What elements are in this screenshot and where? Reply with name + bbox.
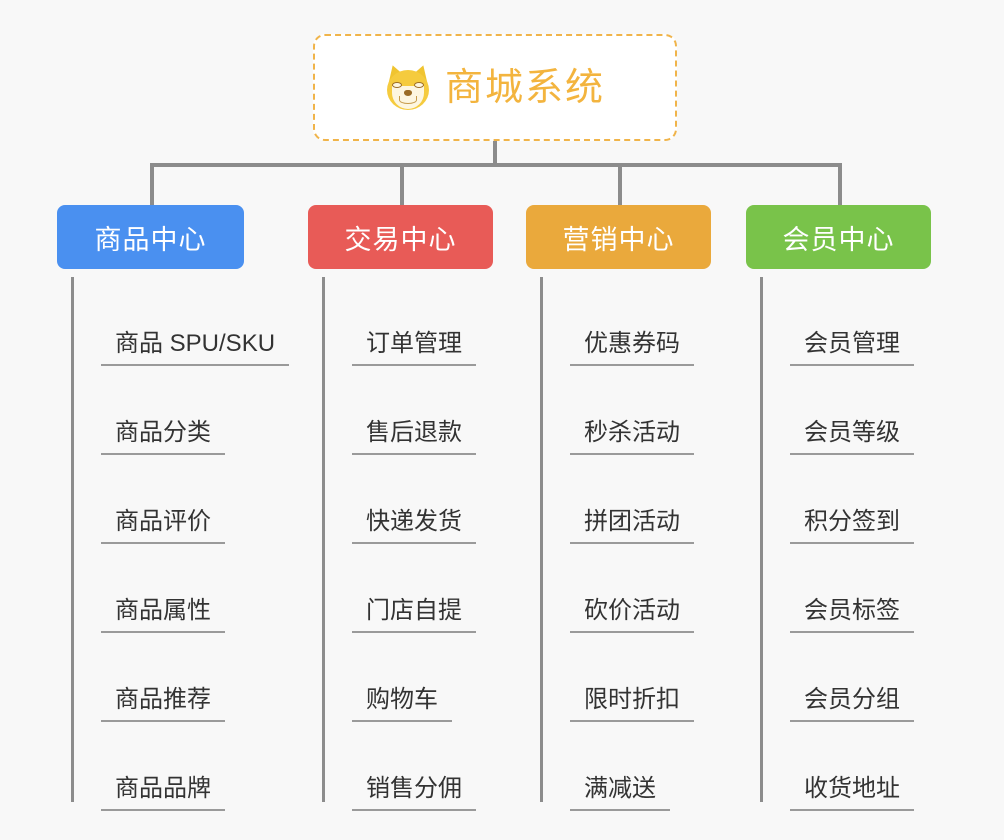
branch-spine bbox=[322, 277, 325, 802]
list-item[interactable]: 商品评价 bbox=[71, 455, 297, 544]
list-item-label: 售后退款 bbox=[352, 419, 476, 455]
list-item[interactable]: 商品品牌 bbox=[71, 722, 297, 811]
list-item-label: 快递发货 bbox=[352, 508, 476, 544]
list-item-label: 限时折扣 bbox=[570, 686, 694, 722]
list-item[interactable]: 购物车 bbox=[322, 633, 508, 722]
list-item[interactable]: 商品属性 bbox=[71, 544, 297, 633]
list-item-label: 会员标签 bbox=[790, 597, 914, 633]
shiba-inu-face-icon bbox=[384, 62, 432, 111]
branch-header-product-center[interactable]: 商品中心 bbox=[57, 205, 244, 269]
connector-horizontal-bus bbox=[150, 163, 842, 167]
list-item[interactable]: 订单管理 bbox=[322, 277, 508, 366]
branch-items-product-center: 商品 SPU/SKU 商品分类 商品评价 商品属性 商品推荐 商品品牌 bbox=[57, 277, 297, 811]
list-item-label: 拼团活动 bbox=[570, 508, 694, 544]
list-item[interactable]: 会员管理 bbox=[760, 277, 946, 366]
list-item[interactable]: 积分签到 bbox=[760, 455, 946, 544]
list-item[interactable]: 收货地址 bbox=[760, 722, 946, 811]
branch-header-label: 会员中心 bbox=[782, 224, 895, 255]
list-item[interactable]: 拼团活动 bbox=[540, 455, 726, 544]
list-item-label: 收货地址 bbox=[790, 775, 914, 811]
branch-items-marketing-center: 优惠券码 秒杀活动 拼团活动 砍价活动 限时折扣 满减送 bbox=[526, 277, 726, 811]
list-item-label: 门店自提 bbox=[352, 597, 476, 633]
list-item-label: 商品 SPU/SKU bbox=[101, 330, 290, 366]
list-item-label: 商品属性 bbox=[101, 597, 225, 633]
branch-header-trade-center[interactable]: 交易中心 bbox=[308, 205, 493, 269]
list-item-label: 砍价活动 bbox=[570, 597, 694, 633]
list-item-label: 商品品牌 bbox=[101, 775, 225, 811]
list-item-label: 订单管理 bbox=[352, 330, 476, 366]
list-item[interactable]: 会员等级 bbox=[760, 366, 946, 455]
list-item-label: 会员等级 bbox=[790, 419, 914, 455]
list-item[interactable]: 商品推荐 bbox=[71, 633, 297, 722]
connector-drop-product-center bbox=[150, 163, 154, 207]
list-item-label: 销售分佣 bbox=[352, 775, 476, 811]
list-item[interactable]: 商品 SPU/SKU bbox=[71, 277, 297, 366]
list-item-label: 满减送 bbox=[570, 775, 670, 811]
list-item[interactable]: 限时折扣 bbox=[540, 633, 726, 722]
connector-drop-trade-center bbox=[400, 163, 404, 207]
branch-product-center: 商品中心 商品 SPU/SKU 商品分类 商品评价 商品属性 商品推荐 商品品牌 bbox=[57, 205, 297, 811]
shiba-eye-left-icon bbox=[391, 81, 402, 88]
list-item-label: 商品评价 bbox=[101, 508, 225, 544]
branch-spine bbox=[71, 277, 74, 802]
branch-member-center: 会员中心 会员管理 会员等级 积分签到 会员标签 会员分组 收货地址 bbox=[746, 205, 946, 811]
connector-root-stem bbox=[493, 141, 497, 165]
list-item[interactable]: 满减送 bbox=[540, 722, 726, 811]
branch-header-label: 商品中心 bbox=[94, 224, 207, 255]
list-item[interactable]: 砍价活动 bbox=[540, 544, 726, 633]
root-node-mall-system[interactable]: 商城系统 bbox=[313, 34, 677, 141]
list-item-label: 会员分组 bbox=[790, 686, 914, 722]
branch-spine bbox=[760, 277, 763, 802]
list-item[interactable]: 会员分组 bbox=[760, 633, 946, 722]
list-item-label: 积分签到 bbox=[790, 508, 914, 544]
list-item-label: 优惠券码 bbox=[570, 330, 694, 366]
list-item-label: 购物车 bbox=[352, 686, 452, 722]
list-item-label: 会员管理 bbox=[790, 330, 914, 366]
connector-drop-marketing-center bbox=[618, 163, 622, 207]
shiba-nose-icon bbox=[403, 89, 412, 96]
branch-header-label: 交易中心 bbox=[344, 224, 457, 255]
list-item-label: 秒杀活动 bbox=[570, 419, 694, 455]
list-item[interactable]: 秒杀活动 bbox=[540, 366, 726, 455]
root-node-title: 商城系统 bbox=[444, 66, 605, 109]
branch-marketing-center: 营销中心 优惠券码 秒杀活动 拼团活动 砍价活动 限时折扣 满减送 bbox=[526, 205, 726, 811]
branch-header-member-center[interactable]: 会员中心 bbox=[746, 205, 931, 269]
list-item[interactable]: 售后退款 bbox=[322, 366, 508, 455]
list-item[interactable]: 优惠券码 bbox=[540, 277, 726, 366]
branch-spine bbox=[540, 277, 543, 802]
branch-header-marketing-center[interactable]: 营销中心 bbox=[526, 205, 711, 269]
list-item[interactable]: 会员标签 bbox=[760, 544, 946, 633]
list-item[interactable]: 快递发货 bbox=[322, 455, 508, 544]
branch-items-trade-center: 订单管理 售后退款 快递发货 门店自提 购物车 销售分佣 bbox=[308, 277, 508, 811]
shiba-mouth-icon bbox=[398, 95, 417, 104]
shiba-eye-right-icon bbox=[413, 81, 424, 88]
branch-trade-center: 交易中心 订单管理 售后退款 快递发货 门店自提 购物车 销售分佣 bbox=[308, 205, 508, 811]
list-item-label: 商品推荐 bbox=[101, 686, 225, 722]
list-item[interactable]: 门店自提 bbox=[322, 544, 508, 633]
list-item[interactable]: 商品分类 bbox=[71, 366, 297, 455]
branch-header-label: 营销中心 bbox=[562, 224, 675, 255]
connector-drop-member-center bbox=[838, 163, 842, 207]
list-item-label: 商品分类 bbox=[101, 419, 225, 455]
list-item[interactable]: 销售分佣 bbox=[322, 722, 508, 811]
branch-items-member-center: 会员管理 会员等级 积分签到 会员标签 会员分组 收货地址 bbox=[746, 277, 946, 811]
